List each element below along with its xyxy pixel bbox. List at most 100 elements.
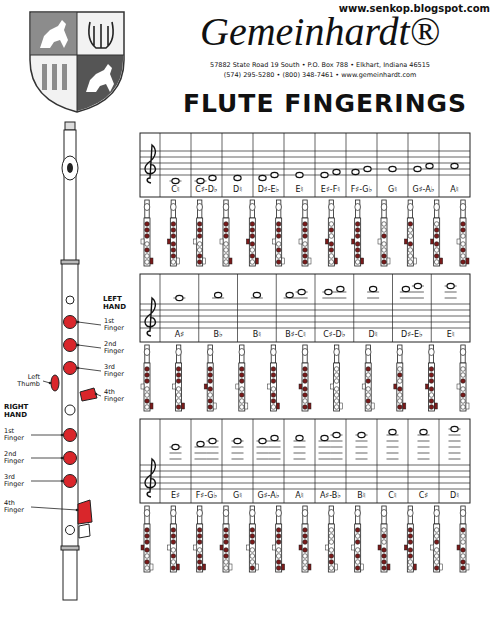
flute-body (407, 218, 413, 266)
flute-headjoint (303, 506, 307, 524)
key (171, 260, 176, 265)
cell-divider (276, 274, 277, 342)
cell-divider (392, 274, 393, 342)
flute-body (170, 218, 176, 266)
numeral-bar (42, 64, 47, 90)
foot-key (176, 258, 179, 264)
finger-label: 2nd Finger (4, 451, 30, 465)
cell-divider (346, 133, 347, 197)
flute-headjoint (329, 506, 333, 524)
thumb-label: Left Thumb (12, 374, 40, 388)
key (461, 548, 466, 553)
key (461, 405, 466, 410)
flute-body (62, 262, 78, 548)
fingering-flute (204, 345, 216, 411)
key (329, 528, 334, 533)
note-name: E♯-F♮ (316, 186, 345, 195)
cell-divider (222, 133, 223, 197)
key (145, 528, 150, 533)
side-key (246, 545, 249, 550)
leader-arrow (61, 434, 64, 437)
flute-body (249, 524, 255, 572)
leader-line (78, 322, 101, 325)
key (145, 548, 150, 553)
fingering-flute (404, 506, 416, 572)
key (145, 554, 150, 559)
key (303, 566, 308, 571)
key (145, 566, 150, 571)
lip-plate (381, 204, 387, 211)
lip-plate (434, 204, 440, 211)
flute-body (270, 363, 276, 411)
contact-line: (574) 295-5280 • (800) 348-7461 • www.ge… (175, 72, 465, 79)
ledger-line (334, 298, 346, 299)
flute-body (170, 524, 176, 572)
side-key (425, 384, 428, 389)
flute-body (302, 218, 308, 266)
fingering-flute (299, 345, 311, 411)
finger-label: 4th Finger (104, 389, 130, 403)
key (276, 248, 281, 253)
cell-divider (315, 419, 316, 503)
note-head (451, 163, 458, 168)
key (197, 234, 202, 239)
key (224, 242, 229, 247)
note-name: G♯-A♭ (254, 492, 283, 501)
key (329, 566, 334, 571)
key (382, 234, 387, 239)
note-name: E♮ (285, 186, 314, 195)
cell-divider (439, 419, 440, 503)
note-head (271, 435, 278, 440)
note-head (321, 435, 328, 440)
key (224, 222, 229, 227)
key (303, 534, 308, 539)
cell-divider (198, 274, 199, 342)
key (197, 254, 202, 259)
key (434, 534, 439, 539)
ledger-line (319, 453, 331, 454)
key (64, 475, 77, 488)
side-key (246, 239, 249, 244)
foot-keys (78, 500, 92, 524)
flute-body (276, 524, 282, 572)
hand-label: LEFT HAND (103, 296, 137, 311)
ledger-line (418, 441, 430, 442)
note-head (197, 441, 204, 446)
key (276, 554, 281, 559)
ledger-line (331, 447, 343, 448)
lip-plate (223, 510, 229, 517)
side-key (352, 239, 355, 244)
key (355, 548, 360, 553)
cell-divider (315, 274, 316, 342)
key (461, 234, 466, 239)
lip-plate (239, 349, 245, 356)
ledger-line (356, 441, 368, 442)
lip-plate (302, 510, 308, 517)
side-key (299, 384, 302, 389)
key (303, 399, 308, 404)
note-head (414, 283, 421, 288)
flute-foot (63, 548, 77, 600)
key (355, 248, 360, 253)
side-key (394, 384, 397, 389)
fingering-flute (236, 345, 248, 411)
side-key (220, 545, 223, 550)
key (334, 399, 339, 404)
key (382, 548, 387, 553)
joint-ring (61, 260, 79, 264)
note-head (176, 295, 183, 300)
key (355, 528, 360, 533)
key (145, 222, 150, 227)
lip-plate (276, 204, 282, 211)
side-key (194, 239, 197, 244)
ledger-line (387, 441, 399, 442)
cell-divider (284, 419, 285, 503)
note-head (426, 163, 433, 168)
foot-key (387, 564, 390, 570)
note-name: B♮ (239, 331, 276, 340)
key (461, 554, 466, 559)
key (434, 228, 439, 233)
side-key (352, 545, 355, 550)
note-head (414, 166, 421, 171)
key (382, 534, 387, 539)
